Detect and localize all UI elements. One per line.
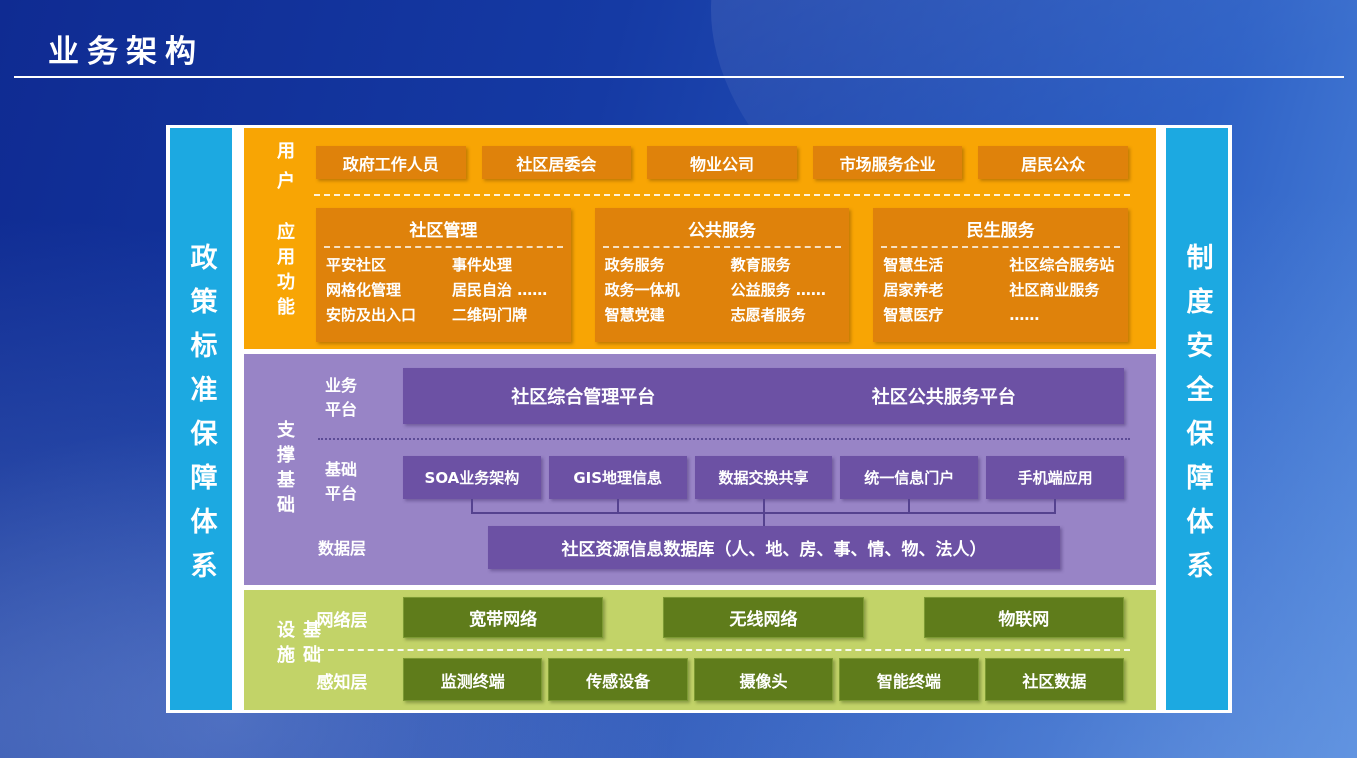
dashed-divider — [881, 246, 1121, 248]
perception-box-camera: 摄像头 — [693, 658, 834, 701]
app-item: 安防及出入口 — [326, 306, 417, 324]
perception-box-monitor: 监测终端 — [403, 658, 543, 701]
dashed-divider — [324, 246, 563, 248]
app-item: 社区商业服务 — [1009, 281, 1100, 299]
base-box-portal: 统一信息门户 — [840, 456, 979, 499]
support-foundation-label: 支撑基础 — [274, 419, 295, 520]
base-box-mobile: 手机端应用 — [986, 456, 1124, 499]
base-box-exchange: 数据交换共享 — [694, 456, 833, 499]
business-platform-label: 业务平台 — [324, 376, 357, 419]
perception-box-terminal: 智能终端 — [839, 658, 979, 701]
connector-line — [908, 499, 910, 512]
network-box-broadband: 宽带网络 — [403, 597, 604, 638]
network-box-wireless: 无线网络 — [663, 597, 864, 638]
policy-guarantee-bar: 政策标准保障体系 — [170, 128, 232, 710]
user-box-residents: 居民公众 — [978, 146, 1128, 179]
app-item: 志愿者服务 — [730, 306, 806, 324]
base-platform-row: SOA业务架构 GIS地理信息 数据交换共享 统一信息门户 手机端应用 — [403, 456, 1124, 499]
app-group-items: 智慧生活 居家养老 智慧医疗 社区综合服务站 社区商业服务 …… — [873, 253, 1128, 328]
user-layer-label: 用户 — [274, 141, 295, 201]
app-item: 居民自治 …… — [452, 281, 548, 299]
app-group-livelihood-service: 民生服务 智慧生活 居家养老 智慧医疗 社区综合服务站 社区商业服务 — [873, 208, 1129, 342]
connector-line — [763, 514, 765, 526]
app-group-items: 政务服务 政务一体机 智慧党建 教育服务 公益服务 …… 志愿者服务 — [595, 253, 850, 328]
diagram-content: 用户 政府工作人员 社区居委会 物业公司 市场服务企业 居民公众 应用功能 社区… — [244, 128, 1156, 710]
data-layer-label: 数据层 — [317, 539, 366, 558]
platform-item: 社区公共服务平台 — [871, 387, 1016, 408]
user-row: 政府工作人员 社区居委会 物业公司 市场服务企业 居民公众 — [316, 146, 1128, 179]
perception-box-sensor: 传感设备 — [548, 658, 688, 701]
base-box-soa: SOA业务架构 — [403, 456, 541, 499]
platform-item: 社区综合管理平台 — [511, 387, 656, 408]
app-item: 事件处理 — [452, 256, 513, 274]
page-title: 业务架构 — [48, 34, 204, 70]
security-guarantee-bar: 制度安全保障体系 — [1166, 128, 1228, 710]
network-row: 宽带网络 无线网络 物联网 — [403, 597, 1124, 638]
dotted-divider — [318, 438, 1130, 440]
support-band: 支撑基础 业务平台 社区综合管理平台 社区公共服务平台 基础平台 SOA业务架构… — [244, 354, 1156, 585]
user-box-property: 物业公司 — [647, 146, 797, 179]
app-group-public-service: 公共服务 政务服务 政务一体机 智慧党建 教育服务 公益服务 …… — [594, 208, 850, 342]
connector-line — [617, 499, 619, 512]
app-item: 政务一体机 — [604, 281, 680, 299]
app-group-title: 公共服务 — [688, 221, 756, 241]
network-box-iot: 物联网 — [923, 597, 1124, 638]
app-item: 政务服务 — [604, 256, 665, 274]
user-box-market: 市场服务企业 — [812, 146, 963, 179]
dashed-divider — [314, 194, 1130, 196]
app-group-community-management: 社区管理 平安社区 网格化管理 安防及出入口 事件处理 居民自治 …… — [316, 208, 571, 342]
app-item: 公益服务 …… — [730, 281, 826, 299]
app-item: 社区综合服务站 — [1009, 256, 1115, 274]
policy-guarantee-label: 政策标准保障体系 — [185, 243, 217, 595]
app-function-label: 应用功能 — [274, 222, 295, 322]
app-item: 网格化管理 — [326, 281, 402, 299]
app-item: 教育服务 — [730, 256, 791, 274]
user-box-committee: 社区居委会 — [481, 146, 632, 179]
security-guarantee-label: 制度安全保障体系 — [1181, 243, 1213, 595]
architecture-panel: 政策标准保障体系 制度安全保障体系 用户 政府工作人员 社区居委会 物业公司 市… — [166, 125, 1232, 713]
network-layer-label: 网络层 — [316, 610, 368, 631]
app-groups-row: 社区管理 平安社区 网格化管理 安防及出入口 事件处理 居民自治 …… — [316, 208, 1129, 342]
connector-line — [1054, 499, 1056, 512]
perception-row: 监测终端 传感设备 摄像头 智能终端 社区数据 — [403, 658, 1125, 701]
app-item: 居家养老 — [883, 281, 944, 299]
business-platform-box: 社区综合管理平台 社区公共服务平台 — [403, 368, 1124, 424]
app-group-title: 民生服务 — [966, 221, 1035, 241]
app-group-title: 社区管理 — [409, 221, 478, 241]
app-group-items: 平安社区 网格化管理 安防及出入口 事件处理 居民自治 …… 二维码门牌 — [316, 253, 571, 328]
app-item: 二维码门牌 — [452, 306, 528, 324]
application-band: 用户 政府工作人员 社区居委会 物业公司 市场服务企业 居民公众 应用功能 社区… — [244, 128, 1156, 349]
perception-box-data: 社区数据 — [984, 658, 1125, 701]
title-underline — [14, 76, 1344, 78]
user-box-government: 政府工作人员 — [316, 146, 466, 179]
connector-line — [763, 499, 765, 512]
dashed-divider — [318, 649, 1130, 651]
base-box-gis: GIS地理信息 — [548, 456, 687, 499]
app-item: 智慧医疗 — [883, 306, 944, 324]
base-platform-label: 基础平台 — [324, 460, 357, 503]
connector-line — [471, 512, 1056, 514]
dashed-divider — [602, 246, 842, 248]
app-item: 平安社区 — [326, 256, 387, 274]
app-item: 智慧生活 — [883, 256, 944, 274]
database-box: 社区资源信息数据库（人、地、房、事、情、物、法人） — [488, 526, 1060, 569]
app-item: …… — [1009, 306, 1040, 324]
app-item: 智慧党建 — [604, 306, 665, 324]
perception-layer-label: 感知层 — [316, 672, 368, 693]
infrastructure-label: 基础设施 — [274, 620, 321, 670]
infrastructure-band: 基础设施 网络层 宽带网络 无线网络 物联网 感知层 监测终端 传感设备 摄像头… — [244, 590, 1156, 710]
connector-line — [471, 499, 473, 512]
